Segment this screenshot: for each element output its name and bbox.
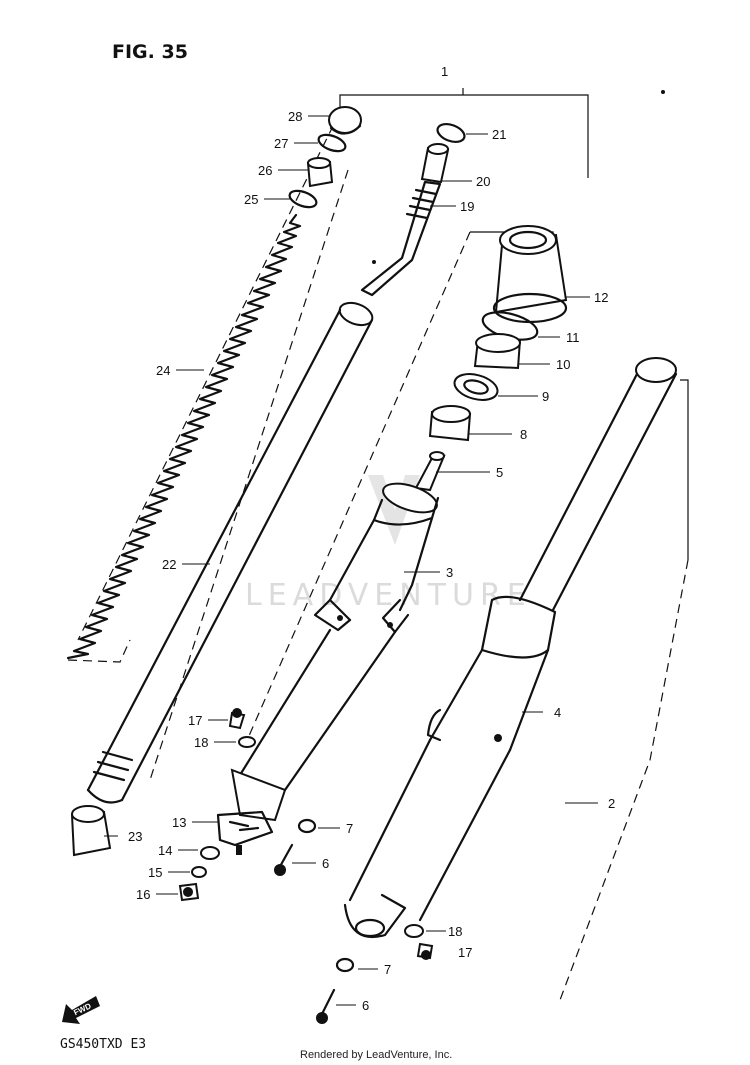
part-28-cap xyxy=(328,106,362,135)
watermark-text: LEADVENTURE xyxy=(245,578,532,613)
callout-23: 23 xyxy=(128,829,142,844)
part-24-spring xyxy=(66,213,302,663)
part-27-circlip xyxy=(317,133,347,153)
callout-8: 8 xyxy=(520,427,527,442)
part-16-nut xyxy=(178,882,200,902)
part-3-outer-tube-left xyxy=(238,482,440,792)
callout-28: 28 xyxy=(288,109,302,124)
callout-18-right: 18 xyxy=(448,924,462,939)
callout-labels: 1 2 3 4 5 6 6 7 7 8 9 10 11 12 13 14 15 … xyxy=(128,64,615,1013)
part-17-drain-screw-left xyxy=(228,708,246,730)
callout-6-lower: 6 xyxy=(362,998,369,1013)
model-code: GS450TXD E3 xyxy=(60,1037,146,1052)
callout-3: 3 xyxy=(446,565,453,580)
part-9-seal-spacer xyxy=(453,373,499,401)
figure-title: FIG. 35 xyxy=(112,41,188,63)
callout-27: 27 xyxy=(274,136,288,151)
part-5-oil-lock xyxy=(414,451,446,492)
callout-7-upper: 7 xyxy=(346,821,353,836)
part-8-guide-bushing xyxy=(428,405,472,442)
callout-6-upper: 6 xyxy=(322,856,329,871)
callout-2: 2 xyxy=(608,796,615,811)
part-25-o-ring xyxy=(288,189,318,209)
callout-13: 13 xyxy=(172,815,186,830)
part-19-rebound-spring xyxy=(405,188,438,220)
callout-24: 24 xyxy=(156,363,170,378)
footer-credit: Rendered by LeadVenture, Inc. xyxy=(300,1049,452,1061)
callout-9: 9 xyxy=(542,389,549,404)
callout-10: 10 xyxy=(556,357,570,372)
part-10-oil-seal xyxy=(473,333,522,370)
part-22-inner-tube xyxy=(86,301,374,804)
callout-25: 25 xyxy=(244,192,258,207)
callout-16: 16 xyxy=(136,887,150,902)
fwd-label: FWD xyxy=(72,1001,93,1017)
part-26-plug xyxy=(306,157,334,188)
callout-26: 26 xyxy=(258,163,272,178)
part-6-bolt-left xyxy=(274,843,294,876)
callout-15: 15 xyxy=(148,865,162,880)
callout-7-lower: 7 xyxy=(384,962,391,977)
part-4-outer-tube-right xyxy=(343,357,678,939)
part-13-axle-holder xyxy=(216,768,287,855)
part-14-washer xyxy=(200,846,220,860)
fwd-arrow-icon: FWD xyxy=(62,996,100,1024)
callout-19: 19 xyxy=(460,199,474,214)
callout-4: 4 xyxy=(554,705,561,720)
callout-5: 5 xyxy=(496,465,503,480)
callout-1: 1 xyxy=(441,64,448,79)
part-7-washer-right xyxy=(335,957,355,973)
bracket-1 xyxy=(339,94,589,178)
bracket-2 xyxy=(680,379,689,560)
part-18-gasket-left xyxy=(238,736,256,748)
bracket-1-dashes xyxy=(77,111,349,781)
part-20-damper-rod xyxy=(360,143,450,297)
callout-14: 14 xyxy=(158,843,172,858)
part-17-drain-screw-right xyxy=(416,942,434,960)
bracket-2-dash xyxy=(559,559,689,1001)
callout-22: 22 xyxy=(162,557,176,572)
callout-11: 11 xyxy=(566,330,580,345)
part-6-bolt-right xyxy=(316,988,336,1024)
callout-17-right: 17 xyxy=(458,945,472,960)
bracket-3-dash xyxy=(244,231,471,746)
part-18-gasket-right xyxy=(404,924,424,938)
callout-17-left: 17 xyxy=(188,713,202,728)
dot-mark xyxy=(661,90,665,94)
part-7-washer-left xyxy=(297,818,317,834)
part-15-lock-washer xyxy=(191,866,207,878)
part-23-bushing xyxy=(70,805,112,857)
part-21-washer xyxy=(436,122,466,144)
callout-12: 12 xyxy=(594,290,608,305)
callout-18-left: 18 xyxy=(194,735,208,750)
part-12-dust-seal xyxy=(492,225,568,324)
callout-20: 20 xyxy=(476,174,490,189)
callout-leaders xyxy=(104,115,598,1006)
callout-21: 21 xyxy=(492,127,506,142)
